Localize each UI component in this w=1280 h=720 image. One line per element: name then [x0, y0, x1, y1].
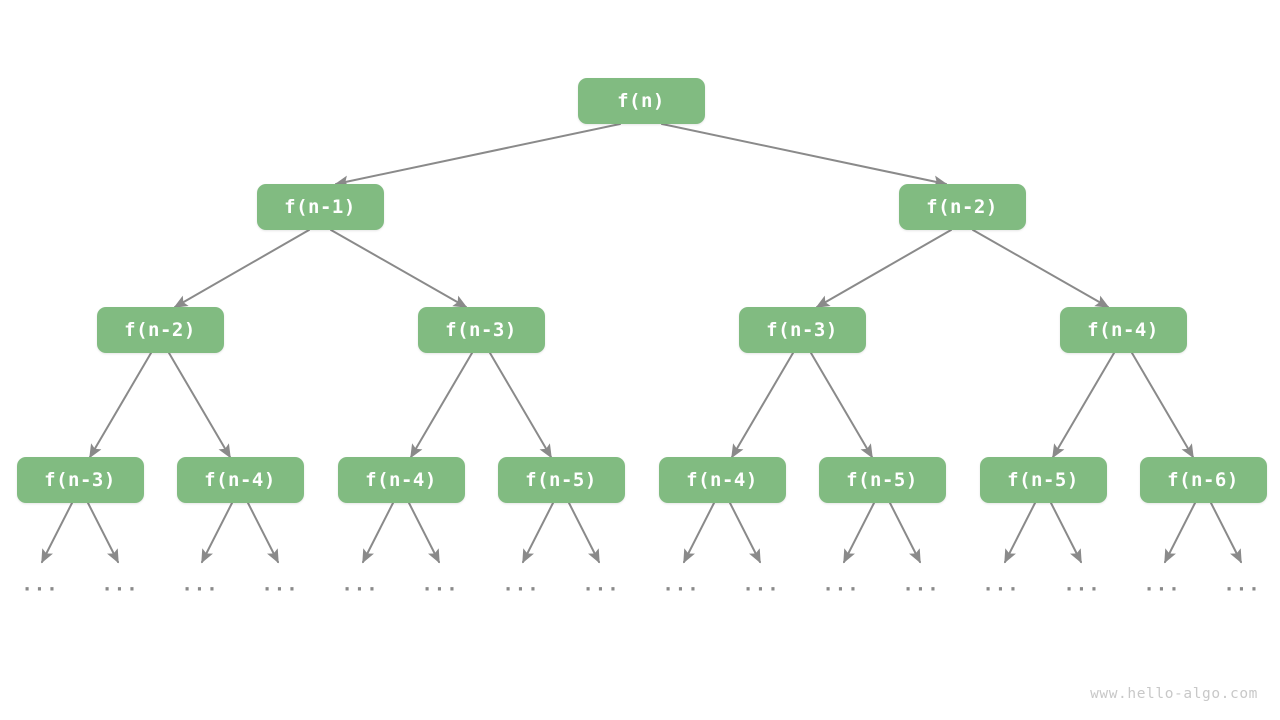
- edge-arrow: [729, 502, 761, 564]
- edge-arrow: [330, 229, 468, 308]
- ellipsis-marker: ...: [1063, 573, 1101, 596]
- tree-node[interactable]: f(n): [577, 78, 705, 124]
- edge-arrow: [889, 502, 921, 564]
- edge-arrow: [1131, 352, 1194, 459]
- edge-arrow: [1164, 502, 1196, 564]
- ellipsis-marker: ...: [582, 573, 620, 596]
- ellipsis-marker: ...: [1223, 573, 1261, 596]
- edge-arrow: [972, 229, 1110, 308]
- tree-node[interactable]: f(n-2): [96, 307, 224, 353]
- tree-node[interactable]: f(n-1): [256, 184, 384, 230]
- ellipsis-marker: ...: [1143, 573, 1181, 596]
- ellipsis-marker: ...: [902, 573, 940, 596]
- ellipsis-marker: ...: [662, 573, 700, 596]
- edge-arrow: [810, 352, 873, 459]
- edge-arrow: [568, 502, 600, 564]
- ellipsis-marker: ...: [21, 573, 59, 596]
- edge-arrow: [1210, 502, 1242, 564]
- ellipsis-marker: ...: [101, 573, 139, 596]
- tree-node[interactable]: f(n-3): [738, 307, 866, 353]
- edge-arrow: [731, 352, 794, 459]
- ellipsis-marker: ...: [181, 573, 219, 596]
- edge-arrow: [683, 502, 715, 564]
- ellipsis-marker: ...: [502, 573, 540, 596]
- edge-arrow: [1050, 502, 1082, 564]
- tree-node[interactable]: f(n-5): [818, 457, 946, 503]
- tree-node[interactable]: f(n-2): [898, 184, 1026, 230]
- edge-arrow: [201, 502, 233, 564]
- ellipsis-marker: ...: [261, 573, 299, 596]
- edge-arrow: [1004, 502, 1036, 564]
- watermark: www.hello-algo.com: [1090, 686, 1258, 702]
- ellipsis-marker: ...: [742, 573, 780, 596]
- edge-arrow: [410, 352, 473, 459]
- tree-node[interactable]: f(n-3): [16, 457, 144, 503]
- edge-arrow: [815, 229, 952, 308]
- edge-arrow: [661, 123, 948, 188]
- tree-node[interactable]: f(n-4): [658, 457, 786, 503]
- edge-arrow: [843, 502, 875, 564]
- edge-arrow: [489, 352, 552, 459]
- edge-arrow: [173, 229, 310, 308]
- edge-arrow: [41, 502, 73, 564]
- ellipsis-marker: ...: [421, 573, 459, 596]
- tree-node[interactable]: f(n-3): [417, 307, 545, 353]
- ellipsis-marker: ...: [822, 573, 860, 596]
- edge-arrow: [522, 502, 554, 564]
- edge-arrow: [168, 352, 231, 459]
- tree-node[interactable]: f(n-5): [497, 457, 625, 503]
- tree-node[interactable]: f(n-5): [979, 457, 1107, 503]
- tree-node[interactable]: f(n-4): [176, 457, 304, 503]
- edge-arrow: [89, 352, 152, 459]
- tree-node[interactable]: f(n-6): [1139, 457, 1267, 503]
- edge-arrow: [408, 502, 440, 564]
- edge-arrow: [247, 502, 279, 564]
- edge-arrow: [362, 502, 394, 564]
- ellipsis-marker: ...: [341, 573, 379, 596]
- edge-arrow: [87, 502, 119, 564]
- edge-arrow: [1052, 352, 1115, 459]
- tree-node[interactable]: f(n-4): [337, 457, 465, 503]
- edge-arrow: [334, 123, 621, 188]
- ellipsis-marker: ...: [982, 573, 1020, 596]
- tree-node[interactable]: f(n-4): [1059, 307, 1187, 353]
